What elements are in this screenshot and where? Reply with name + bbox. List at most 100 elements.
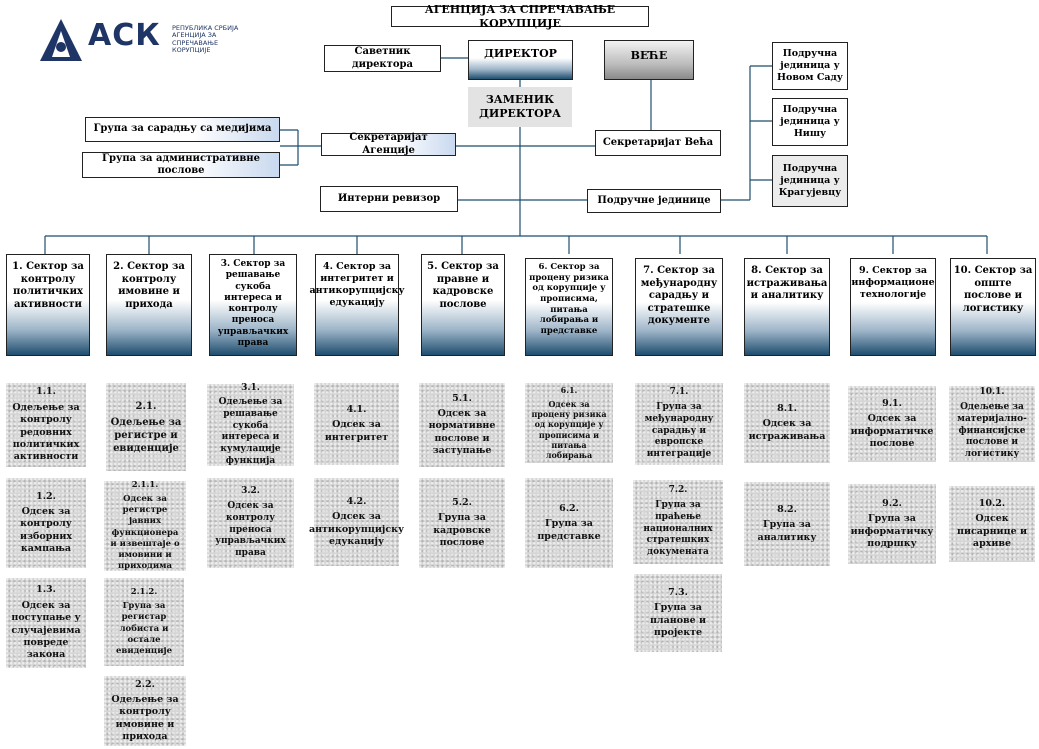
unit-number: 3.1. [241,382,260,393]
unit-name: Одсек за контролу преноса управљачких пр… [215,501,286,558]
unit-number: 8.2. [777,503,797,515]
unit-8-2: 8.2. Група за аналитику [744,482,830,566]
unit-name: Одсек за контролу изборних кампања [19,505,73,555]
unit-2-1-1: 2.1.1. Одсек за регистре јавних функцион… [104,480,186,571]
unit-number: 9.1. [882,397,902,409]
unit-name: Група за планове и пројекте [649,602,707,638]
unit-10-1: 10.1. Одељење за материјално-финансијске… [949,386,1035,462]
regional-units-box: Подручне јединице [587,189,721,213]
regional-unit-novi-sad: Подручна јединица у Новом Саду [772,42,848,90]
unit-number: 5.2. [452,496,472,508]
deputy-director-box: ЗАМЕНИК ДИРЕКТОРА [468,87,572,127]
unit-4-2: 4.2. Одсек за антикорупцијску едукацију [309,478,404,566]
unit-number: 2.1. [135,400,157,412]
unit-number: 2.2. [135,678,155,690]
unit-number: 6.2. [559,502,579,514]
unit-8-1: 8.1. Одсек за истраживања [744,383,830,463]
council-box: ВЕЋЕ [604,40,694,80]
unit-number: 8.1. [777,402,797,414]
sector-1: 1. Сектор за контролу политичких активно… [6,254,90,356]
unit-number: 2.1.1. [131,480,159,491]
unit-10-2: 10.2. Одсек писарнице и архиве [949,486,1035,562]
unit-2-1: 2.1. Одељење за регистре и евиденције [106,383,186,471]
regional-unit-nis: Подручна јединица у Нишу [772,98,848,146]
unit-number: 3.2. [241,486,260,497]
unit-name: Група за регистар лобиста и остале евиде… [116,601,172,656]
unit-6-2: 6.2. Група за представке [525,478,613,568]
unit-number: 4.2. [346,495,367,507]
unit-name: Одсек за регистре јавних функционера и и… [110,494,180,571]
unit-1-2: 1.2. Одсек за контролу изборних кампања [6,478,86,568]
unit-name: Одсек за интегритет [324,419,389,443]
unit-name: Одељење за контролу имовине и прихода [111,693,179,743]
unit-name: Одељење за материјално-финансијске посло… [957,402,1027,459]
sector-4: 4. Сектор за интегритет и антикорупцијск… [309,254,405,356]
unit-name: Група за информатичку подршку [850,513,934,549]
unit-4-1: 4.1. Одсек за интегритет [314,383,399,465]
unit-name: Одсек за нормативне послове и заступање [428,407,496,457]
shield-logo-icon [40,19,82,61]
unit-7-2: 7.2. Група за праћење националних страте… [633,480,723,564]
unit-1-1: 1.1. Одељење за контролу редовних полити… [6,383,86,467]
unit-5-2: 5.2. Група за кадровске послове [419,478,505,568]
unit-name: Одсек писарнице и архиве [957,513,1027,549]
unit-number: 9.2. [882,497,902,509]
unit-name: Одељење за решавање сукоба интереса и ку… [218,397,283,466]
unit-3-1: 3.1. Одељење за решавање сукоба интереса… [207,382,294,466]
unit-5-1: 5.1. Одсек за нормативне послове и засту… [419,383,505,467]
sector-5: 5. Сектор за правне и кадровске послове [421,254,505,356]
unit-name: Одсек за поступање у случајевима повреде… [11,599,81,661]
unit-number: 10.2. [978,497,1006,509]
admin-group-box: Група за административне послове [82,152,280,178]
unit-name: Група за аналитику [757,519,817,543]
logo-acronym: АСК [88,18,161,53]
unit-name: Група за кадровске послове [433,512,491,548]
director-box: ДИРЕКТОР [468,40,573,80]
unit-number: 10.1. [979,387,1005,398]
unit-number: 1.3. [36,584,56,596]
unit-number: 7.2. [668,485,688,496]
page-title: АГЕНЦИЈА ЗА СПРЕЧАВАЊЕ КОРУПЦИЈЕ [391,3,649,30]
unit-9-1: 9.1. Одсек за информатичке послове [848,386,936,462]
unit-name: Група за међународну сарадњу и европске … [644,402,714,459]
regional-unit-kragujevac: Подручна јединица у Крагујевцу [772,155,848,207]
unit-number: 7.1. [669,387,689,398]
unit-2-1-2: 2.1.2. Група за регистар лобиста и остал… [104,578,184,666]
unit-number: 1.1. [36,386,56,398]
unit-2-2: 2.2. Одељење за контролу имовине и прихо… [104,676,186,746]
unit-name: Одсек за информатичке послове [850,413,934,449]
unit-1-3: 1.3. Одсек за поступање у случајевима по… [6,578,86,668]
unit-number: 2.1.2. [130,587,158,598]
internal-auditor-box: Интерни ревизор [320,186,458,212]
advisor-box: Саветник директора [324,45,441,72]
unit-name: Група за праћење националних стратешких … [643,500,713,557]
agency-secretariat-box: Секретаријат Агенције [321,132,456,156]
unit-name: Одељење за регистре и евиденције [110,416,182,454]
sector-3: 3. Сектор за решавање сукоба интереса и … [209,254,297,356]
unit-3-2: 3.2. Одсек за контролу преноса управљачк… [207,478,294,568]
unit-number: 4.1. [346,403,367,415]
sector-6: 6. Сектор за процену ризика од корупције… [525,258,613,356]
unit-7-1: 7.1. Група за међународну сарадњу и евро… [635,383,723,465]
unit-number: 1.2. [36,490,56,502]
sector-2: 2. Сектор за контролу имовине и прихода [106,254,192,356]
unit-number: 6.1. [560,385,578,396]
logo-subtitle: РЕПУБЛИКА СРБИЈА АГЕНЦИЈА ЗА СПРЕЧАВАЊЕ … [172,24,239,55]
unit-6-1: 6.1. Одсек за процену ризика од корупциј… [525,383,613,463]
unit-number: 7.3. [668,586,688,598]
sector-10: 10. Сектор за опште послове и логистику [950,258,1036,356]
council-secretariat-box: Секретаријат Већа [595,130,721,156]
sector-7: 7. Сектор за међународну сарадњу и страт… [635,258,723,356]
unit-name: Група за представке [537,518,601,542]
unit-9-2: 9.2. Група за информатичку подршку [848,484,936,564]
unit-7-3: 7.3. Група за планове и пројекте [634,574,722,652]
unit-name: Одсек за антикорупцијску едукацију [308,511,405,547]
sector-9: 9. Сектор за информационе технологије [850,258,936,356]
sector-8: 8. Сектор за истраживања и аналитику [744,258,830,356]
media-group-box: Група за сарадњу са медијима [85,117,280,142]
unit-number: 5.1. [452,392,472,404]
unit-name: Одсек за истраживања [748,418,826,442]
unit-name: Одељење за контролу редовних политичких … [12,401,80,463]
unit-name: Одсек за процену ризика од корупције у п… [531,398,607,461]
